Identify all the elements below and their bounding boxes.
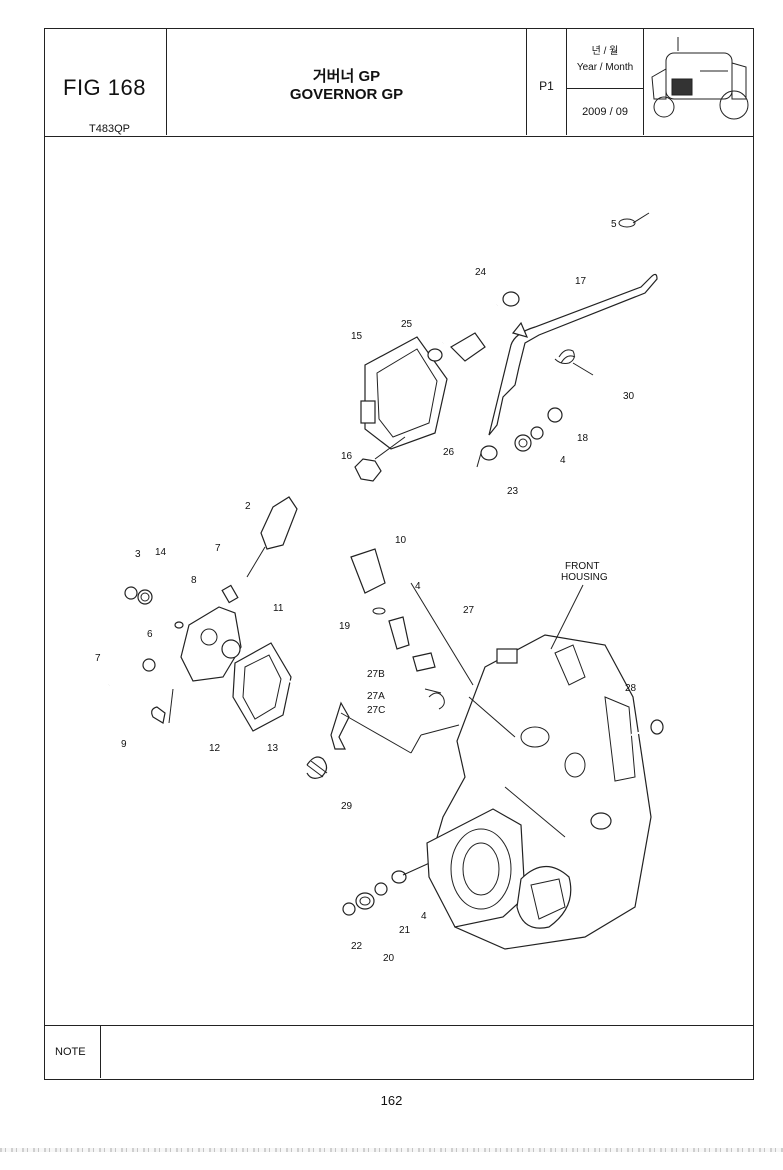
page-number: 162 <box>380 1093 403 1108</box>
title-korean: 거버너 GP <box>312 68 381 85</box>
title-english: GOVERNOR GP <box>289 86 404 103</box>
callout: 10 <box>395 535 407 546</box>
callout: 19 <box>339 621 351 632</box>
figure-code: T483QP <box>89 123 130 135</box>
callout: 27B <box>367 669 385 680</box>
upper-assembly <box>354 212 658 482</box>
callout: 28 <box>625 683 637 694</box>
callout: 4 <box>415 581 421 592</box>
date-value: 2009 / 09 <box>582 106 628 118</box>
callout: 6 <box>147 629 153 640</box>
page-label: P1 <box>539 79 554 93</box>
callout: 30 <box>623 391 635 402</box>
callout: 7 <box>215 543 221 554</box>
callout: 14 <box>155 547 167 558</box>
middle-parts <box>340 548 488 916</box>
exploded-view-drawing: 2 3 4 4 5 6 7 7 8 9 10 11 12 13 14 15 16… <box>45 137 751 1025</box>
callout: 5 <box>611 219 617 230</box>
date-label-english: Year / Month <box>576 62 634 73</box>
callout: 18 <box>577 433 589 444</box>
callout: 24 <box>475 267 487 278</box>
note-label: NOTE <box>55 1046 86 1058</box>
callout: 16 <box>341 451 353 462</box>
page-cell: P1 <box>527 29 567 135</box>
front-housing-label: HOUSING <box>561 572 608 583</box>
header-table: FIG 168 T483QP 거버너 GP GOVERNOR GP P1 년 /… <box>45 29 753 137</box>
callout: 12 <box>209 743 221 754</box>
date-header: 년 / 월 Year / Month <box>567 29 643 89</box>
callout: 4 <box>421 911 427 922</box>
callout: 27C <box>367 705 385 716</box>
front-housing-label: FRONT <box>565 561 599 572</box>
callout: 13 <box>267 743 279 754</box>
callout: 22 <box>351 941 363 952</box>
scan-artifact <box>0 1148 783 1152</box>
callout: 23 <box>507 486 519 497</box>
date-cell: 년 / 월 Year / Month 2009 / 09 <box>567 29 644 135</box>
callout: 20 <box>383 953 395 964</box>
callout: 21 <box>399 925 411 936</box>
callout: 11 <box>273 603 284 614</box>
callout: 29 <box>341 801 353 812</box>
callout-labels: 2 3 4 4 5 6 7 7 8 9 10 11 12 13 14 15 16… <box>95 219 637 964</box>
figure-cell: FIG 168 T483QP <box>45 29 167 135</box>
callout: 26 <box>443 447 455 458</box>
figure-number: FIG 168 <box>63 75 146 100</box>
callout: 27 <box>463 605 475 616</box>
thumbnail-cell <box>644 29 753 135</box>
callout: 7 <box>95 653 101 664</box>
callout: 25 <box>401 319 413 330</box>
callout: 8 <box>191 575 197 586</box>
callout: 3 <box>135 549 141 560</box>
governor-exploded-diagram: 2 3 4 4 5 6 7 7 8 9 10 11 12 13 14 15 16… <box>95 212 664 964</box>
callout: 27A <box>367 691 385 702</box>
date-label-korean: 년 / 월 <box>591 46 619 57</box>
title-cell: 거버너 GP GOVERNOR GP <box>167 29 527 135</box>
callout: 4 <box>560 455 566 466</box>
note-label-cell: NOTE <box>45 1026 101 1078</box>
parts-sheet: FIG 168 T483QP 거버너 GP GOVERNOR GP P1 년 /… <box>44 28 754 1080</box>
note-row: NOTE <box>45 1025 753 1079</box>
callout: 2 <box>245 501 251 512</box>
tractor-icon <box>651 37 749 120</box>
callout: 17 <box>575 276 587 287</box>
front-housing <box>426 584 664 950</box>
left-assembly <box>108 496 350 779</box>
callout: 9 <box>121 739 127 750</box>
callout: 15 <box>351 331 363 342</box>
